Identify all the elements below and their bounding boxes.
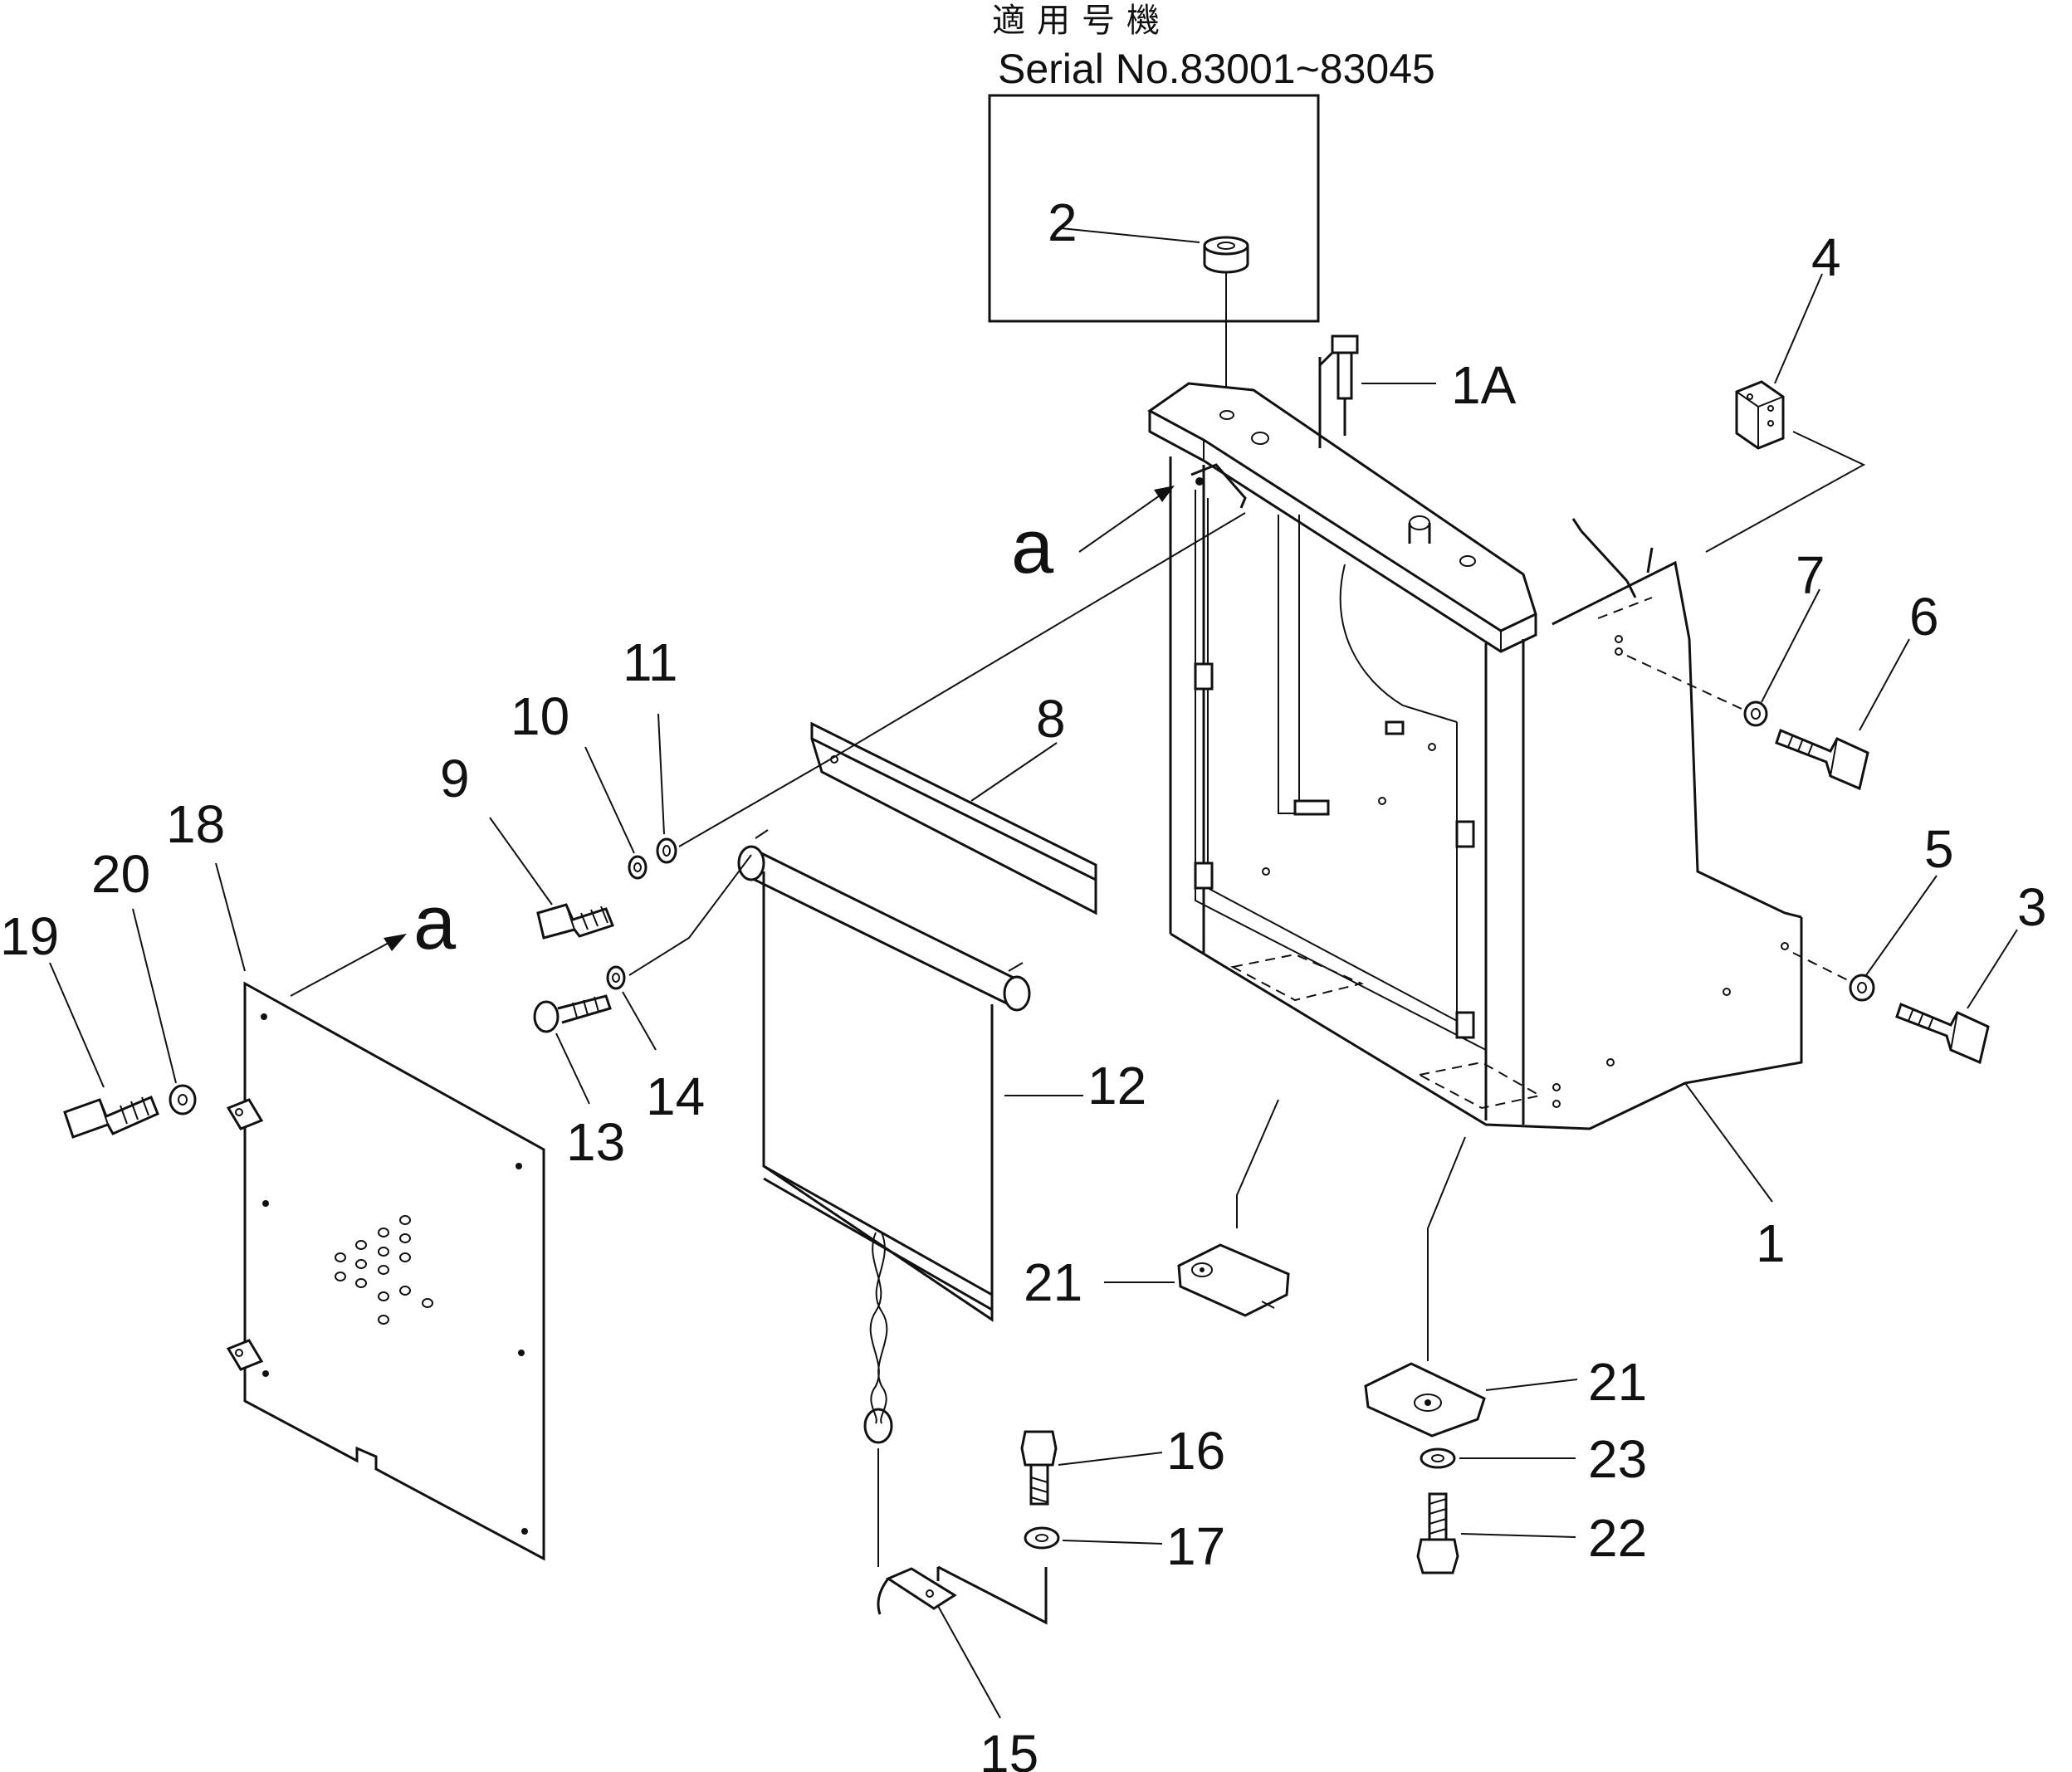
leader-13	[555, 1032, 590, 1105]
view-arrow-upper	[1078, 493, 1163, 553]
callout-15: 15	[980, 1724, 1038, 1772]
part-22-bolt	[1416, 1492, 1459, 1574]
vent-holes	[335, 1215, 433, 1325]
callout-21-lower: 21	[1588, 1352, 1647, 1412]
leader-10	[584, 746, 635, 854]
view-arrowhead-lower	[384, 934, 407, 951]
part-23-washer	[1420, 1447, 1456, 1469]
serial-detail-box	[988, 94, 1320, 323]
leader-2	[1060, 227, 1200, 243]
part-11-washer	[656, 837, 677, 864]
callout-1: 1	[1756, 1213, 1786, 1273]
callout-21-upper: 21	[1024, 1252, 1082, 1312]
callout-9: 9	[440, 749, 470, 808]
leader-1	[1684, 1082, 1773, 1203]
leader-11	[657, 713, 665, 835]
leader-21-upper-axis	[1236, 1099, 1279, 1228]
callout-11: 11	[623, 632, 677, 692]
leader-21-lower-axis	[1427, 1136, 1466, 1361]
callout-4: 5	[1924, 819, 1954, 879]
part-21-cover-lower	[1364, 1362, 1486, 1438]
callout-19: 19	[0, 906, 59, 966]
callout-18: 18	[166, 794, 225, 854]
part-5-block	[1735, 380, 1785, 450]
part-1-frame	[1147, 382, 1803, 1130]
callout-2: 2	[1048, 193, 1078, 252]
part-6-bolt	[1775, 728, 1869, 791]
leader-3	[1967, 929, 2018, 1009]
view-arrow-lower	[290, 941, 391, 997]
part-17-washer	[1024, 1526, 1060, 1550]
axis-11	[678, 759, 831, 847]
axis-7	[1626, 655, 1744, 710]
callout-6: 6	[1909, 587, 1939, 647]
leader-4	[1865, 875, 1938, 976]
part-19-bolt	[63, 1096, 159, 1139]
leader-18	[215, 862, 246, 972]
callout-16: 16	[1166, 1421, 1225, 1481]
leader-20	[132, 908, 177, 1084]
leader-22	[1460, 1533, 1576, 1538]
part-15-clip	[877, 1565, 1048, 1625]
leader-8-axis	[829, 512, 1246, 760]
callout-1a: 1A	[1451, 355, 1517, 415]
part-14-washer	[606, 965, 626, 990]
callout-23: 23	[1588, 1429, 1647, 1489]
callout-13: 13	[566, 1112, 625, 1172]
serial-number-label: Serial No.83001~83045	[998, 46, 1435, 92]
leader-8	[970, 742, 1058, 802]
part-8-angle-bar	[810, 721, 1097, 915]
pull-cord-strand	[875, 1232, 888, 1424]
leader-5	[1774, 273, 1823, 384]
part-2-stopper	[1203, 236, 1249, 407]
part-20-washer	[169, 1084, 197, 1115]
leader-9	[489, 817, 553, 906]
callout-3: 3	[2017, 877, 2047, 937]
leader-15	[937, 1605, 1001, 1719]
part-16-bolt	[1020, 1430, 1058, 1506]
part-9-bolt	[536, 903, 614, 940]
leader-5-to-frame	[1705, 431, 1866, 553]
leader-16	[1058, 1452, 1163, 1466]
applicable-models-label: 適用号機	[992, 2, 1171, 40]
callout-17: 17	[1166, 1516, 1225, 1576]
bracket-a-bolt	[1195, 477, 1204, 486]
leader-6	[1859, 638, 1910, 731]
callout-22: 22	[1588, 1508, 1647, 1568]
view-ref-a-upper: a	[1011, 505, 1054, 589]
view-arrowhead-upper	[1154, 486, 1175, 502]
pull-cord-ring	[863, 1408, 893, 1444]
part-1a-latch	[1318, 334, 1359, 448]
part-18-access-panel	[226, 981, 545, 1561]
leader-19	[49, 962, 105, 1088]
frame-bracket-a	[1190, 463, 1247, 509]
axis-14	[628, 854, 752, 976]
part-3-bolt	[1895, 1002, 1990, 1065]
view-ref-a-lower: a	[413, 881, 457, 965]
part-21-cover-upper	[1177, 1243, 1290, 1317]
part-13-screw	[533, 994, 612, 1033]
leader-21-lower	[1485, 1379, 1578, 1391]
callout-5: 4	[1811, 227, 1841, 287]
callout-8: 8	[1036, 689, 1066, 749]
axis-4	[1792, 952, 1850, 982]
callout-12: 12	[1087, 1056, 1146, 1115]
part-7-washer	[1743, 701, 1768, 727]
leader-17	[1062, 1540, 1163, 1545]
leader-7	[1761, 588, 1820, 703]
pull-cord	[869, 1232, 882, 1424]
callout-7: 7	[1796, 545, 1825, 605]
part-4-washer	[1849, 974, 1875, 1002]
leader-14	[622, 991, 657, 1051]
callout-10: 10	[511, 686, 569, 746]
callout-20: 20	[91, 844, 150, 904]
callout-14: 14	[646, 1067, 705, 1126]
part-10-washer	[628, 855, 648, 880]
part-12-roller-blind	[737, 829, 1031, 1322]
